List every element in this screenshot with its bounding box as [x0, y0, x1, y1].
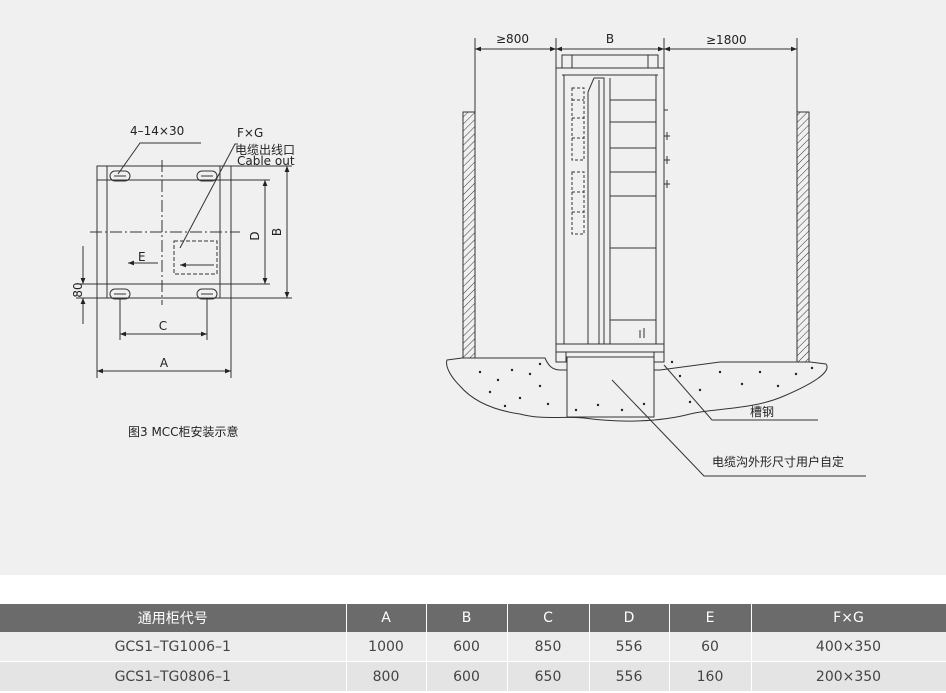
cell-fxg: 200×350: [751, 661, 946, 692]
table-row: GCS1–TG1006–1 1000 600 850 556 60 400×35…: [0, 632, 946, 662]
dim-c-label: C: [159, 319, 167, 333]
mounting-slot-top-right: [196, 170, 218, 182]
cell-d: 556: [589, 632, 670, 662]
channel-steel-leader: [663, 364, 818, 421]
cabinet-foot-right: [653, 351, 665, 363]
cell-c: 650: [507, 661, 590, 692]
figure-caption: 图3 MCC柜安装示意: [128, 424, 239, 439]
channel-steel-label: 槽钢: [750, 405, 774, 419]
dim-b-label: B: [270, 228, 284, 236]
cell-fxg: 400×350: [751, 632, 946, 662]
cell-a: 1000: [346, 632, 427, 662]
spec-table: 通用柜代号 A B C D E F×G GCS1–TG1006–1 1000 6…: [0, 604, 946, 692]
cable-out-en-label: Cable out: [237, 154, 295, 168]
cell-a: 800: [346, 661, 427, 692]
header-a: A: [346, 604, 427, 632]
table-header-row: 通用柜代号 A B C D E F×G: [0, 604, 946, 632]
clear-right-label: ≥1800: [706, 33, 747, 47]
table-row: GCS1–TG0806–1 800 600 650 556 160 200×35…: [0, 661, 946, 692]
side-view-drawing: [446, 38, 866, 477]
header-c: C: [507, 604, 590, 632]
cell-e: 60: [669, 632, 752, 662]
wall-left: [462, 111, 476, 368]
header-d: D: [589, 604, 670, 632]
cell-c: 850: [507, 632, 590, 662]
fg-label: F×G: [237, 126, 263, 140]
trench-note-label: 电缆沟外形尺寸用户自定: [712, 454, 844, 469]
dim-a-label: A: [160, 356, 169, 370]
cable-out-opening: [173, 240, 218, 275]
floor-aggregate: [478, 360, 814, 412]
dim-b-side-label: B: [606, 32, 614, 46]
installation-diagram: 4–14×30 F×G 电缆出线口 Cable out E D B 80 C A…: [71, 32, 866, 477]
cell-e: 160: [669, 661, 752, 692]
trench-note-leader: [611, 379, 866, 477]
dim-80-label: 80: [71, 282, 85, 297]
cable-trench: [566, 356, 655, 418]
hole-spec-label: 4–14×30: [130, 124, 184, 138]
wall-right: [796, 111, 810, 368]
cell-b: 600: [426, 632, 508, 662]
cabinet-top-cap: [561, 54, 659, 69]
header-fxg: F×G: [751, 604, 946, 632]
cell-d: 556: [589, 661, 670, 692]
header-b: B: [426, 604, 508, 632]
clear-left-label: ≥800: [496, 32, 529, 46]
header-cabinet-code: 通用柜代号: [0, 604, 347, 632]
cable-out-leader: [179, 143, 238, 249]
cell-code: GCS1–TG0806–1: [0, 661, 347, 692]
dim-d-label: D: [248, 231, 262, 240]
hole-spec-leader: [117, 142, 201, 175]
dim-e-label: E: [138, 250, 146, 264]
cell-code: GCS1–TG1006–1: [0, 632, 347, 662]
header-e: E: [669, 604, 752, 632]
cell-b: 600: [426, 661, 508, 692]
cabinet-foot-left: [555, 351, 567, 363]
cable-out-cn-label: 电缆出线口: [235, 143, 295, 157]
base-plan-drawing: [76, 142, 292, 378]
